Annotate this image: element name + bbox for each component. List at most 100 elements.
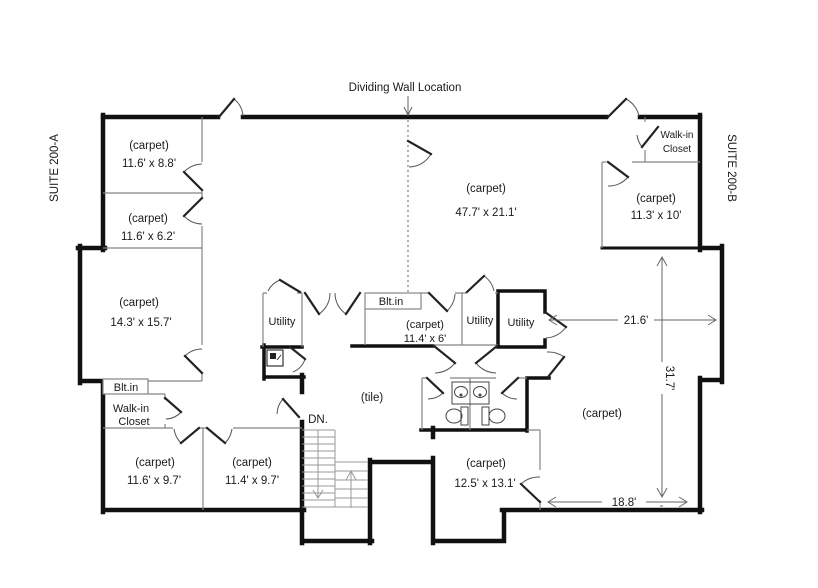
utility-fixture-icon	[266, 349, 284, 367]
bathroom-fixtures	[445, 381, 506, 426]
door-arc	[183, 163, 203, 173]
room-floor-label: (carpet)	[119, 297, 159, 309]
bottom-right-room-walls	[527, 429, 541, 510]
door-leaf	[182, 196, 204, 218]
fixture-mark	[276, 354, 282, 361]
dim-line-right-height	[656, 255, 668, 507]
built-in-box-center	[364, 292, 422, 310]
dimension-lower-width: 18.8'	[612, 497, 637, 509]
interior-thin-walls	[102, 117, 700, 510]
door-arc	[483, 275, 495, 292]
door-arc	[545, 326, 567, 339]
utility-label: Utility	[508, 317, 535, 329]
room-dims-label: 14.3' x 15.7'	[110, 317, 171, 329]
door-arc	[233, 98, 244, 117]
door-leaf	[163, 396, 183, 414]
door-leaf	[432, 344, 457, 365]
utility-1-walls	[262, 292, 303, 347]
walk-in-closet-label-line2: Closet	[118, 416, 149, 428]
suite-a-label: SUITE 200-A	[49, 134, 61, 202]
fixture-detail	[270, 353, 276, 359]
walk-in-closet-label-line1: Walk-in	[113, 403, 149, 415]
toilet-bowl-right	[488, 408, 506, 424]
stair-down-arrow	[312, 430, 324, 499]
walk-in-closet-label-line2: Closet	[663, 144, 692, 155]
outer-wall-stairwell	[299, 372, 434, 546]
dividing-wall-label: Dividing Wall Location	[349, 82, 462, 94]
door-arc	[173, 428, 182, 444]
built-in-label: Blt.in	[114, 382, 138, 394]
room-dims-label: 11.6' x 8.8'	[122, 158, 176, 170]
bathroom-thin-walls	[421, 377, 527, 430]
door-leaf	[281, 397, 301, 419]
suite-b-label: SUITE 200-B	[725, 134, 737, 202]
door-leaf	[546, 355, 566, 379]
room-dims-label: 12.5' x 13.1'	[454, 478, 515, 490]
vanity-counter	[451, 381, 490, 405]
stairs-down-label: DN.	[308, 414, 328, 426]
door-arc	[276, 398, 284, 415]
dimension-right-height: 31.7'	[663, 366, 675, 391]
door-leaf	[344, 291, 362, 316]
center-room-walls	[364, 292, 498, 346]
door-arc	[292, 358, 306, 373]
stair-up-arrow	[345, 469, 357, 508]
tile-label: (tile)	[361, 392, 384, 404]
door-arc	[520, 476, 541, 485]
door-leaf	[425, 376, 445, 395]
door-leaf	[182, 170, 204, 192]
toilet-tank-right	[481, 406, 490, 426]
door-arc	[636, 134, 643, 148]
door-arc	[184, 348, 203, 357]
door-arc	[607, 176, 629, 187]
door-leaf	[606, 160, 630, 179]
utility-label: Utility	[269, 316, 296, 328]
utility-closet-walls	[260, 343, 306, 381]
room-dims-label: 11.6' x 6.2'	[121, 231, 175, 243]
toilet-tank-left	[460, 406, 469, 426]
suite-b-room-walls	[601, 117, 700, 248]
door-arc	[224, 428, 233, 444]
door-leaf	[288, 345, 307, 361]
room-floor-label: (carpet)	[128, 213, 168, 225]
door-leaf	[500, 376, 520, 395]
door-leaf	[303, 291, 321, 316]
text-labels: Dividing Wall Location SUITE 200-A SUITE…	[49, 82, 737, 509]
door-arc	[625, 98, 640, 117]
door-leaf	[205, 426, 227, 445]
door-arc	[501, 392, 518, 400]
door-arcs	[165, 98, 643, 485]
utility-3-walls	[496, 289, 547, 349]
interior-bold-walls	[260, 289, 551, 433]
door-leaf	[217, 97, 236, 119]
fixtures	[266, 349, 506, 426]
room-floor-label: (carpet)	[406, 319, 444, 331]
sink-drain-left	[459, 393, 463, 397]
outer-wall-bottom-left	[75, 112, 307, 515]
door-leaf	[606, 97, 628, 119]
door-arc	[475, 362, 497, 374]
room-floor-label: (carpet)	[582, 408, 622, 420]
walk-in-closet-walls	[148, 393, 166, 428]
dimension-lines	[403, 96, 717, 508]
room-floor-label: (carpet)	[466, 458, 506, 470]
dimension-upper-width: 21.6'	[624, 315, 649, 327]
built-in-box-left	[102, 378, 149, 395]
door-leaf	[183, 354, 204, 375]
door-arc	[267, 279, 281, 292]
room-floor-label: (carpet)	[129, 140, 169, 152]
door-arc	[446, 293, 456, 312]
room-floor-label: (carpet)	[636, 193, 676, 205]
door-arc	[427, 392, 444, 400]
door-arc	[165, 411, 182, 420]
walk-in-closet-label-line1: Walk-in	[661, 130, 694, 141]
room-dims-label: 11.3' x 10'	[631, 210, 682, 222]
room-dims-label: 47.7' x 21.1'	[455, 207, 516, 219]
bottom-rooms-wall	[103, 427, 302, 510]
fixture-box	[266, 349, 284, 367]
door-leaf	[640, 125, 660, 149]
dim-line-lower-width	[547, 496, 688, 508]
door-arc	[434, 362, 456, 374]
